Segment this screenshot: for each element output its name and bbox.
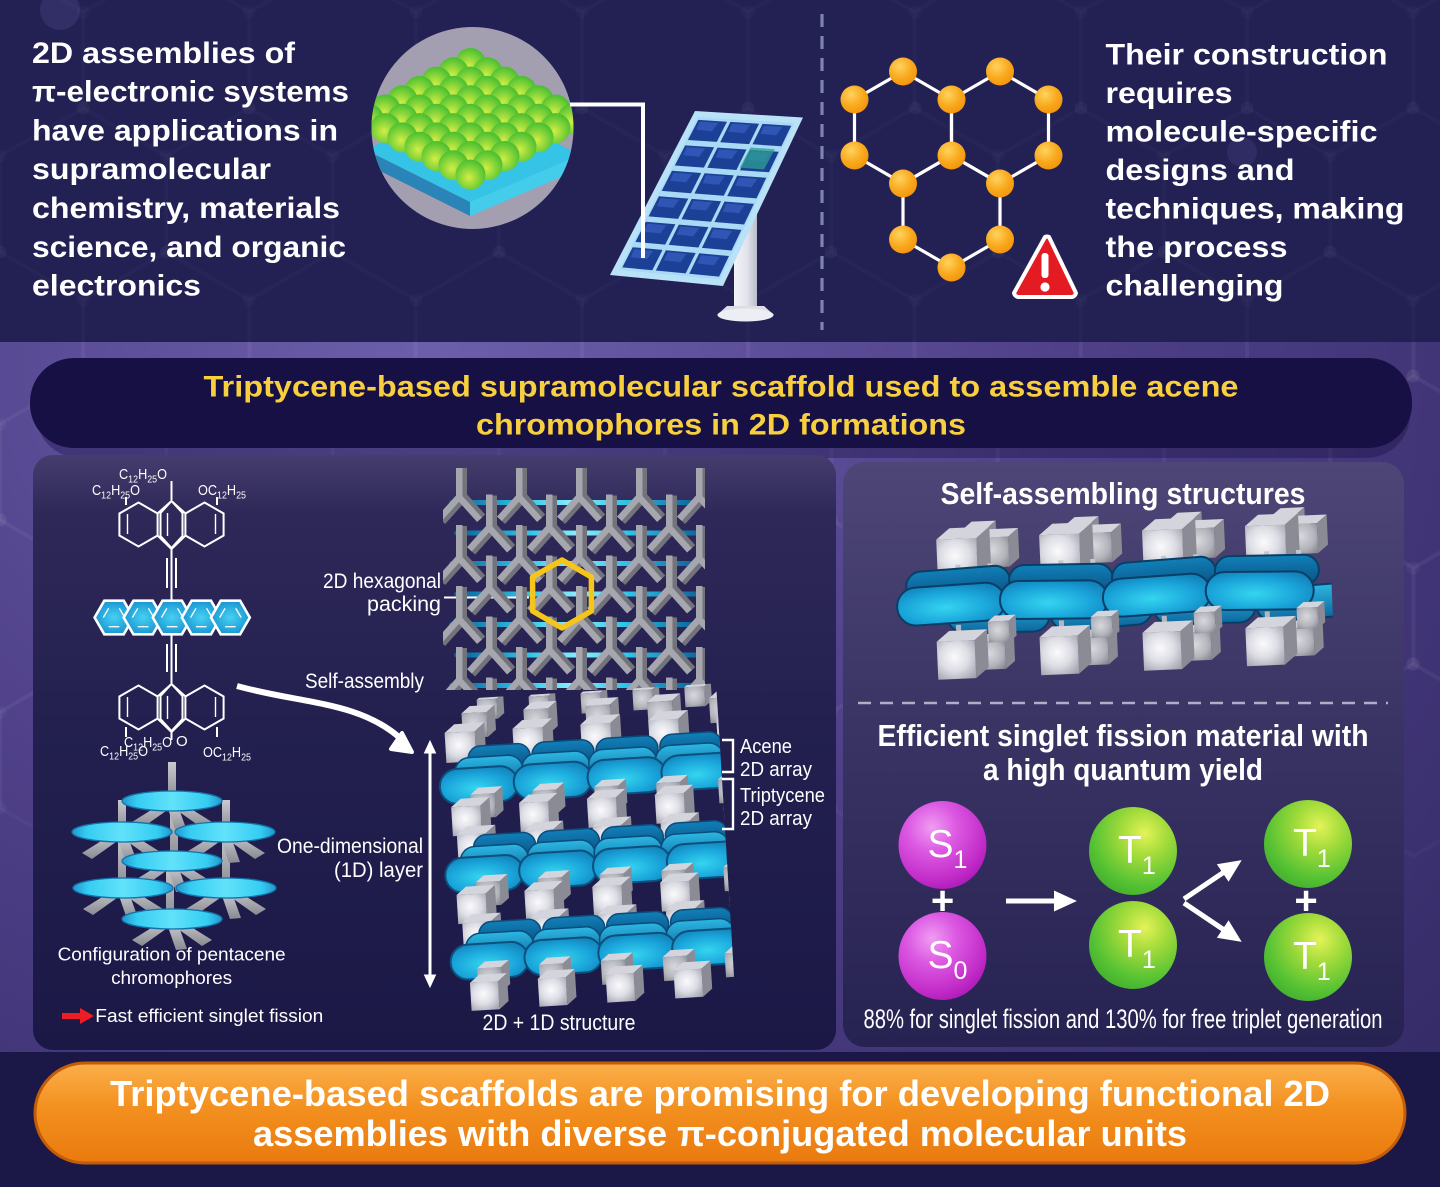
svg-text:2D hexagonal: 2D hexagonal <box>323 570 441 593</box>
svg-text:Acene: Acene <box>740 736 792 758</box>
svg-text:Triptycene-based scaffolds are: Triptycene-based scaffolds are promising… <box>110 1073 1330 1114</box>
svg-text:88% for singlet fission and 13: 88% for singlet fission and 130% for fre… <box>864 1004 1383 1034</box>
svg-text:chemistry, materials: chemistry, materials <box>32 192 340 225</box>
svg-text:the process: the process <box>1106 231 1288 264</box>
svg-text:One-dimensional: One-dimensional <box>277 835 423 858</box>
svg-text:π-electronic systems: π-electronic systems <box>32 76 349 109</box>
svg-text:assemblies with diverse π-conj: assemblies with diverse π-conjugated mol… <box>253 1113 1187 1154</box>
svg-text:chromophores in 2D formations: chromophores in 2D formations <box>476 409 966 442</box>
svg-text:techniques, making: techniques, making <box>1106 192 1405 225</box>
svg-text:designs and: designs and <box>1106 154 1295 187</box>
svg-text:C12​H25​O: C12​H25​O <box>100 743 148 763</box>
svg-text:(1D) layer: (1D) layer <box>334 859 423 882</box>
svg-text:Triptycene-based supramolecula: Triptycene-based supramolecular scaffold… <box>204 371 1239 404</box>
svg-text:+: + <box>1294 879 1317 923</box>
svg-text:Efficient singlet fission mate: Efficient singlet fission material with <box>878 718 1369 753</box>
svg-text:2D array: 2D array <box>740 759 812 781</box>
svg-text:Self-assembling structures: Self-assembling structures <box>941 476 1306 511</box>
svg-text:OC12​H25​: OC12​H25​ <box>198 482 246 502</box>
svg-text:Self-assembly: Self-assembly <box>305 670 424 693</box>
svg-text:Their construction: Their construction <box>1106 38 1388 71</box>
svg-text:challenging: challenging <box>1106 269 1284 302</box>
svg-text:OC12​H25​: OC12​H25​ <box>203 744 251 764</box>
svg-text:C12​H25​O: C12​H25​O <box>119 466 167 486</box>
svg-text:O: O <box>176 733 188 750</box>
svg-text:electronics: electronics <box>32 270 201 303</box>
svg-text:packing: packing <box>367 593 441 616</box>
svg-text:molecule-specific: molecule-specific <box>1106 115 1378 148</box>
svg-text:supramolecular: supramolecular <box>32 153 272 186</box>
svg-text:chromophores: chromophores <box>111 968 232 988</box>
svg-text:C12​H25​O: C12​H25​O <box>124 734 172 754</box>
svg-text:Triptycene: Triptycene <box>740 785 825 807</box>
svg-text:2D + 1D structure: 2D + 1D structure <box>483 1010 636 1035</box>
svg-text:Configuration of pentacene: Configuration of pentacene <box>58 945 286 965</box>
svg-text:T1: T1 <box>1118 829 1156 880</box>
svg-text:a high quantum yield: a high quantum yield <box>983 752 1263 787</box>
svg-text:have applications in: have applications in <box>32 114 338 147</box>
svg-text:science, and organic: science, and organic <box>32 231 346 264</box>
svg-text:2D array: 2D array <box>740 808 812 830</box>
svg-text:2D assemblies of: 2D assemblies of <box>32 37 295 70</box>
svg-text:Fast efficient singlet fission: Fast efficient singlet fission <box>95 1006 323 1026</box>
svg-text:requires: requires <box>1106 77 1233 110</box>
svg-text:T1: T1 <box>1293 935 1331 986</box>
svg-text:+: + <box>931 879 954 923</box>
svg-text:C12​H25​O: C12​H25​O <box>92 482 140 502</box>
